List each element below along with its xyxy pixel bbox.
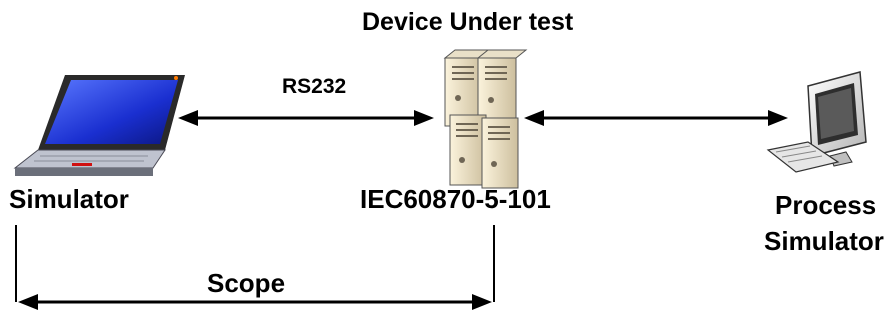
- device-under-test-title: Device Under test: [362, 8, 574, 36]
- scope-label: Scope: [207, 268, 286, 298]
- process-label: Process: [775, 190, 877, 220]
- laptop-icon: [13, 75, 185, 176]
- process-simulator-label: Simulator: [764, 226, 884, 256]
- iec-standard-label: IEC60870-5-101: [360, 184, 551, 214]
- simulator-label: Simulator: [9, 184, 129, 214]
- scope-bracket: [15, 225, 495, 310]
- rs232-link-arrow: [178, 110, 434, 126]
- rs232-label: RS232: [282, 75, 347, 98]
- server-stack-icon: [443, 49, 528, 189]
- process-link-arrow: [524, 110, 788, 126]
- desktop-computer-icon: [766, 71, 867, 173]
